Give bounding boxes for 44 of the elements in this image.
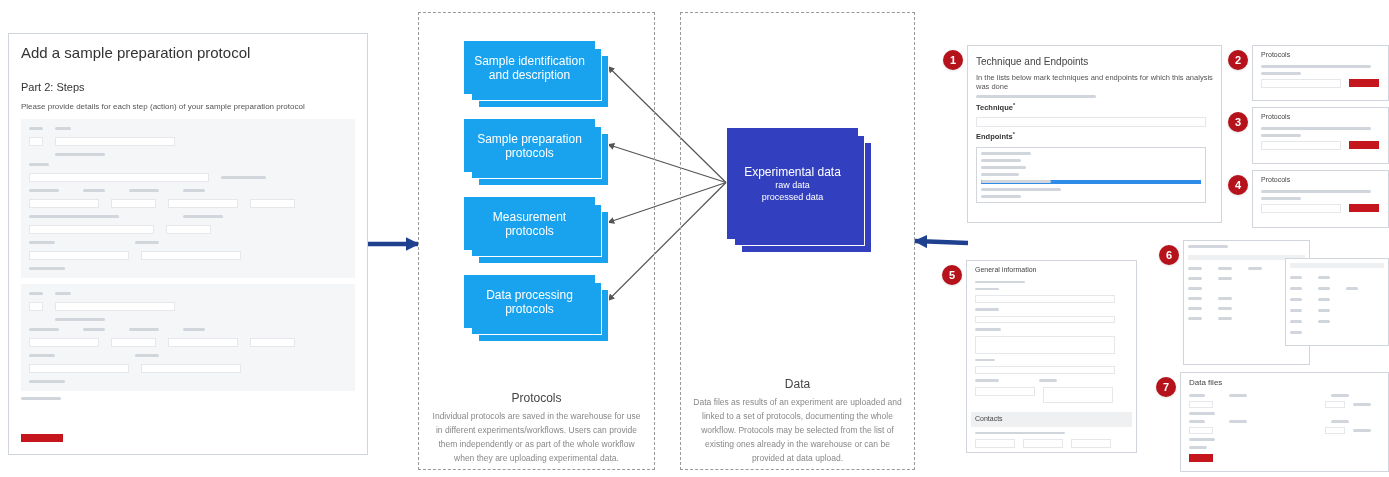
card-title: Sample preparation protocols: [476, 131, 583, 160]
arrow: [913, 234, 969, 249]
form-screenshot: [1183, 240, 1389, 365]
panel-heading: Data: [784, 376, 811, 393]
form-screenshot: [1252, 45, 1389, 101]
form-screenshot: [8, 33, 368, 455]
form-title: Add a sample preparation protocol: [21, 43, 252, 63]
card-title: Sample identification and description: [473, 53, 586, 82]
arrow: [607, 65, 727, 184]
number-badge: 1: [943, 50, 963, 70]
card-subtitle: processed data: [761, 190, 824, 203]
number-badge: 4: [1228, 175, 1248, 195]
form-screenshot: [1252, 107, 1389, 164]
dashed-panel: [680, 12, 915, 470]
card-title: Data processing protocols: [485, 287, 574, 316]
stacked-card-group: [464, 41, 609, 108]
stacked-card-group: [464, 275, 609, 342]
panel-description: Individual protocols are saved in the warehouse for use in different experiments/workflows. Users can provide them independently or as part of the whole workflow when they are uploading experimental data.: [431, 410, 642, 465]
stacked-card-group: [464, 197, 609, 264]
number-badge: 5: [942, 265, 962, 285]
number-badge: 6: [1159, 245, 1179, 265]
form-title: Technique and Endpoints: [976, 55, 1090, 69]
dashed-panel: [418, 12, 655, 470]
card-title: Measurement protocols: [491, 209, 568, 238]
card-subtitle: raw data: [775, 179, 810, 191]
panel-heading: Protocols: [511, 390, 562, 407]
card-title: Experimental data: [744, 164, 841, 179]
form-title: Data files: [1189, 377, 1224, 389]
form-screenshot: [1252, 170, 1389, 228]
form-screenshot: [967, 45, 1222, 223]
form-screenshot: [1180, 372, 1389, 472]
number-badge: 7: [1156, 377, 1176, 397]
arrow: [607, 181, 727, 224]
section-heading: Part 2: Steps: [21, 79, 86, 95]
stacked-card-group: [727, 128, 872, 253]
stacked-card-group: [464, 119, 609, 186]
arrow: [607, 181, 727, 302]
number-badge: 3: [1228, 112, 1248, 132]
number-badge: 2: [1228, 50, 1248, 70]
arrow: [368, 237, 420, 251]
arrow: [607, 143, 727, 184]
instruction-text: Please provide details for each step (action) of your sample preparation protocol: [21, 101, 306, 113]
panel-description: Data files as results of an experiment are uploaded and linked to a set of protocols, documenting the whole workflow. Protocols may be selected from the list of existing ones already in the warehouse or can be provided at data upload.: [693, 396, 902, 465]
form-screenshot: [966, 260, 1137, 453]
